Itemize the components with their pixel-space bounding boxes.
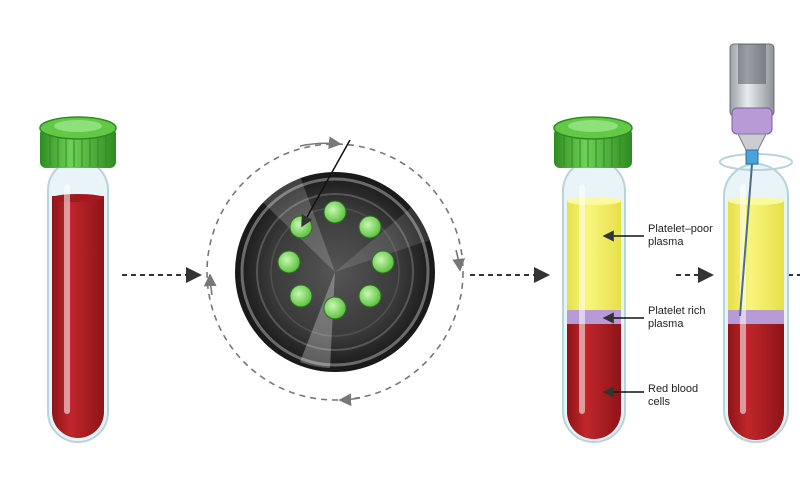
label-red-blood-line1: Red blood bbox=[648, 383, 699, 395]
syringe-icon bbox=[729, 43, 775, 317]
centrifuge-rotor-icon bbox=[203, 136, 466, 407]
label-red-blood-line2: cells bbox=[648, 396, 671, 408]
blood-tube-icon bbox=[39, 116, 117, 443]
label-platelet-poor-plasma: Platelet–poor plasma bbox=[648, 223, 713, 249]
syringe-extraction-icon bbox=[719, 43, 793, 443]
separated-tube-icon bbox=[553, 116, 644, 443]
label-red-blood-cells: Red blood cells bbox=[648, 383, 698, 409]
label-platelet-rich-plasma: Platelet rich plasma bbox=[648, 305, 705, 331]
label-platelet-rich-line1: Platelet rich bbox=[648, 305, 706, 317]
label-platelet-poor-line1: Platelet–poor bbox=[648, 223, 713, 235]
label-platelet-poor-line2: plasma bbox=[648, 236, 684, 248]
label-platelet-rich-line2: plasma bbox=[648, 318, 684, 330]
